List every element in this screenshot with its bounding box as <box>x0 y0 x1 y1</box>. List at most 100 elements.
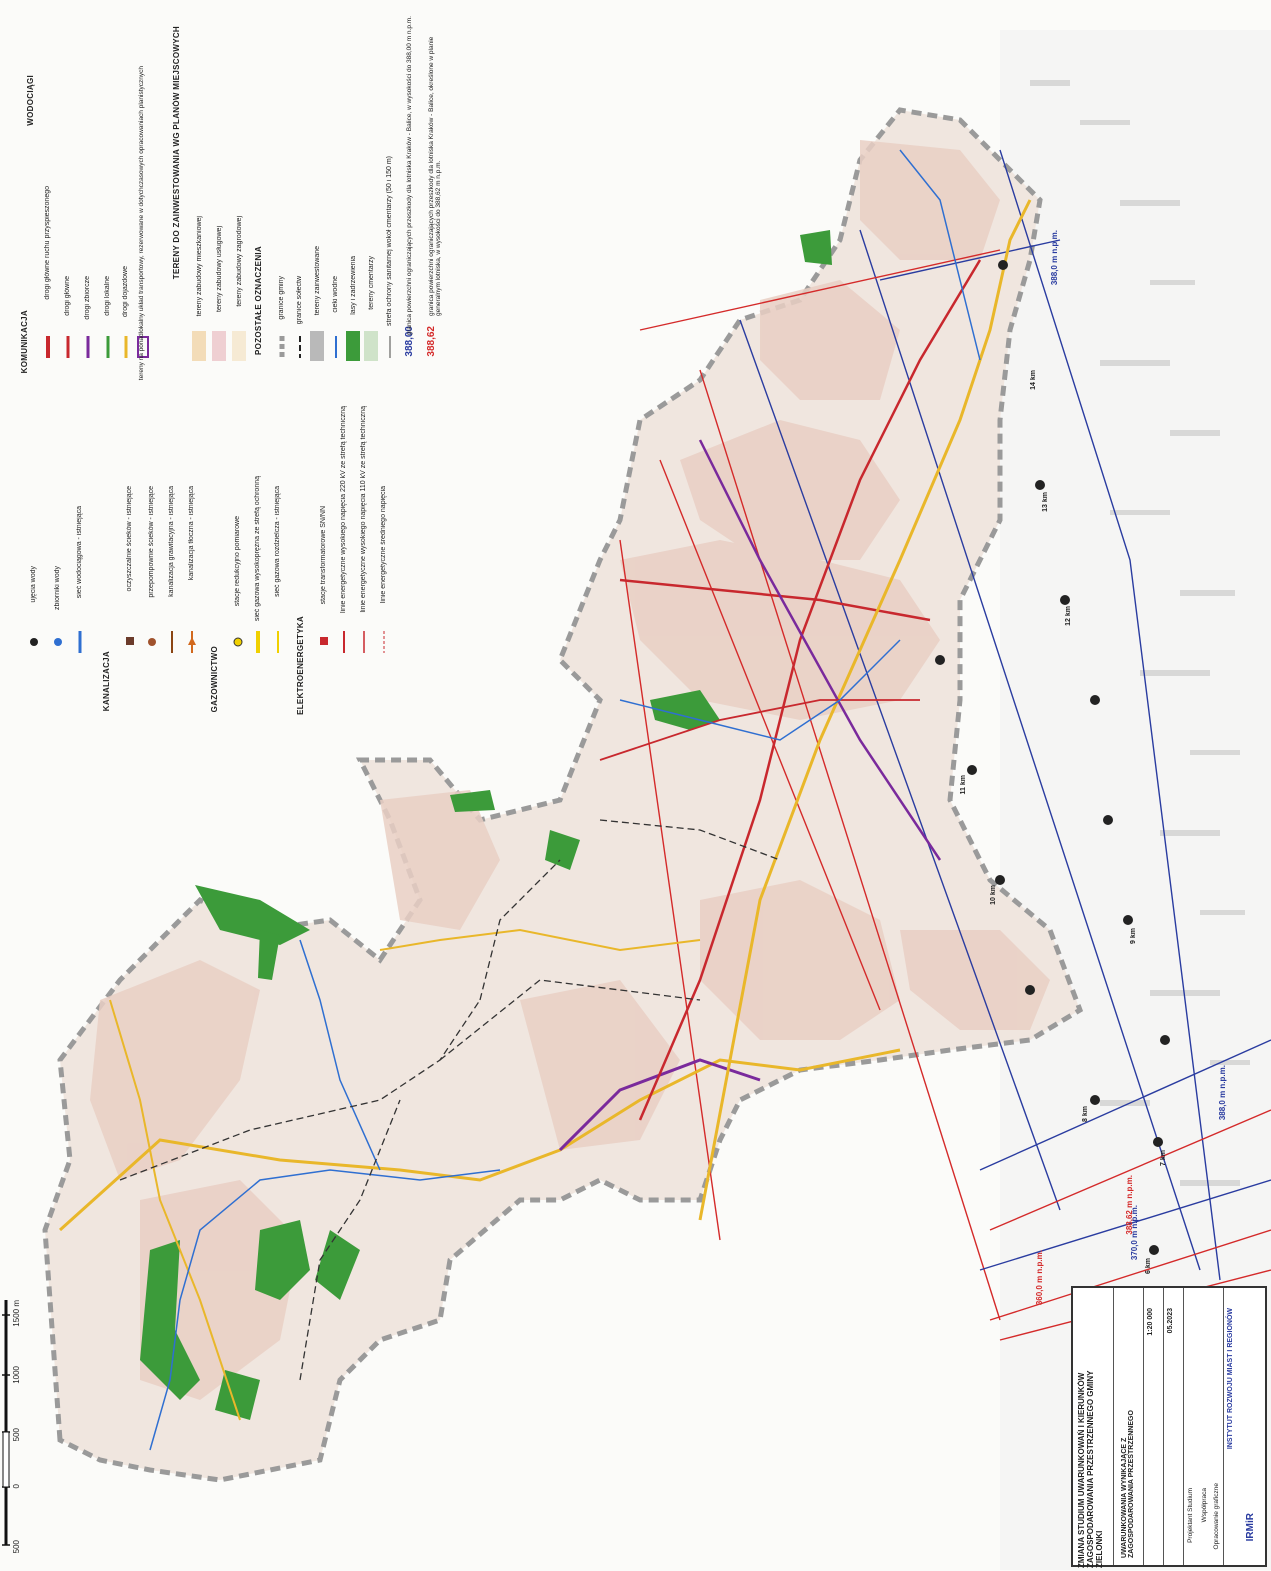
cemetery-swatch <box>364 331 378 361</box>
legend-zoning-1: tereny zabudowy mieszkaniowej <box>192 6 214 366</box>
services-swatch <box>212 331 226 361</box>
water-main-icon <box>74 631 86 653</box>
gas-distribution-icon <box>272 631 284 653</box>
legend-section-title: GAZOWNICTWO <box>210 646 219 713</box>
legend-road-5: drogi dojazdowe <box>118 6 140 366</box>
legend-section-title: KOMUNIKACJA <box>20 310 29 374</box>
legend-section-title: POZOSTAŁE OZNACZENIA <box>254 246 263 355</box>
gas-station-icon <box>232 631 244 653</box>
scale-bar <box>2 1300 10 1546</box>
legend-item: sieć gazowa rozdzielcza - istniejąca <box>274 486 281 597</box>
streams <box>149 149 981 1451</box>
scale-label: 1500 m <box>12 1300 21 1327</box>
legend-section-title: KANALIZACJA <box>102 651 111 712</box>
legend-water-2: zbiorniki wody <box>50 6 72 726</box>
legend-item: sieć gazowa wysokoprężna ze strefą ochro… <box>254 476 261 622</box>
legend-item: ujęcia wody <box>30 566 37 603</box>
legend-transport: KOMUNIKACJA <box>20 10 42 374</box>
role-designer: Projektant Studium <box>1187 1488 1194 1543</box>
pressure-sewer-icon <box>186 631 198 653</box>
elevation-label: 370,0 m n.p.m. <box>1130 1205 1139 1261</box>
title-subtitle: UWARUNKOWANIA WYNIKAJĄCE Z ZAGOSPODAROWA… <box>1121 1410 1135 1558</box>
km-label: 11 km <box>960 775 967 795</box>
legend-section-title: TERENY DO ZAINWESTOWANIA WG PLANÓW MIEJS… <box>172 26 181 280</box>
legend-item: kanalizacja grawitacyjna - istniejąca <box>168 486 175 597</box>
legend-item: linie energetyczne wysokiego napięcia 22… <box>340 406 347 614</box>
role-cooperation: Współpraca <box>1201 1488 1208 1523</box>
legend-item: drogi dojazdowe <box>122 266 129 317</box>
km-label: 6 km <box>1145 1258 1152 1274</box>
water-intake-icon <box>28 631 40 653</box>
legend-other-6: tereny cmentarzy <box>364 6 386 366</box>
line-110kv-icon <box>358 631 370 653</box>
legend-item: tereny na ponadlokalny układ transportow… <box>138 66 145 381</box>
legend-item: drogi zbiorcze <box>84 276 91 320</box>
km-label: 14 km <box>1030 370 1037 390</box>
scale-label: 500 <box>12 1428 21 1442</box>
legend-item: drogi główne ruchu przyspieszonego <box>44 186 51 300</box>
legend-item: tereny cmentarzy <box>368 256 375 310</box>
km-label: 12 km <box>1065 606 1072 626</box>
water-tank-icon <box>52 631 64 653</box>
village-boundaries <box>119 819 781 1381</box>
treatment-plant-icon <box>124 631 136 653</box>
legend-other: POZOSTAŁE OZNACZENIA <box>254 6 276 366</box>
legend-zoning-2: tereny zabudowy usługowej <box>212 6 234 366</box>
title-col-5: Projektant Studium Współpraca Opracowani… <box>1183 1288 1224 1565</box>
gravity-sewer-icon <box>166 631 178 653</box>
legend-item: stacje redukcyjno pomiarowe <box>234 516 241 607</box>
legend-item: drogi główne <box>64 276 71 316</box>
title-col-4: 05.2023 <box>1163 1288 1184 1565</box>
legend-item: stacje transformatorowe SN/NN <box>320 506 327 605</box>
km-label: 10 km <box>990 885 997 905</box>
line-mv-icon <box>378 631 390 653</box>
legend-other-7: strefa ochrony sanitarnej wokół cmentarz… <box>382 6 404 366</box>
pump-station-icon <box>146 631 158 653</box>
scale-label: 0 <box>12 1484 21 1489</box>
legend-power-4: linie energetyczne średniego napięcia <box>376 6 398 726</box>
legend-item: linie energetyczne wysokiego napięcia 11… <box>360 406 367 613</box>
elevation-label: 360,0 m n.p.m. <box>1035 1250 1044 1306</box>
legend-power-2: linie energetyczne wysokiego napięcia 22… <box>336 6 358 726</box>
legend-item: tereny zabudowy usługowej <box>216 226 223 312</box>
title-col-2: UWARUNKOWANIA WYNIKAJĄCE Z ZAGOSPODAROWA… <box>1113 1288 1144 1565</box>
legend-other-8: 388,00 granica powierzchni ograniczający… <box>402 6 424 366</box>
legend-water: WODOCIĄGI ujęcia wody <box>26 6 48 726</box>
legend-item: zbiorniki wody <box>54 566 61 610</box>
village-boundary-icon <box>294 336 306 358</box>
km-label: 9 km <box>1130 928 1137 944</box>
airport-obstacle-boundaries <box>619 149 1271 1341</box>
legend-other-5: lasy i zadrzewienia <box>346 6 368 366</box>
legend-sewer-2: przepompownie ścieków - istniejące <box>144 6 166 726</box>
legend-gas-1: stacje redukcyjno pomiarowe <box>230 6 252 726</box>
title-col-1: ZMIANA STUDIUM UWARUNKOWAŃ I KIERUNKÓW Z… <box>1073 1288 1114 1568</box>
legend-item: tereny zabudowy zagrodowej <box>236 216 243 307</box>
road-access-icon <box>120 336 132 358</box>
road-local-icon <box>102 336 114 358</box>
legend-sewer-4: kanalizacja tłoczna - istniejąca <box>184 6 206 726</box>
title-col-6: INSTYTUT ROZWOJU MIAST I REGIONÓW IRMiR <box>1223 1288 1265 1565</box>
cemetery-zone-icon <box>384 336 396 358</box>
stream-icon <box>330 336 342 358</box>
legend-gas-3: sieć gazowa rozdzielcza - istniejąca <box>270 6 292 726</box>
title-scale: 1:20 000 <box>1147 1308 1154 1336</box>
legend-gas-2: sieć gazowa wysokoprężna ze strefą ochro… <box>250 6 272 726</box>
legend-road-6: tereny na ponadlokalny układ transportow… <box>136 6 158 380</box>
legend-road-2: drogi główne <box>60 6 82 366</box>
elevation-label: 388,0 m n.p.m. <box>1218 1065 1227 1121</box>
scale-label: 500 <box>12 1540 21 1554</box>
line-220kv-icon <box>338 631 350 653</box>
elev-red: 388,62 <box>426 326 437 357</box>
transformer-icon <box>318 631 330 653</box>
title-col-3: 1:20 000 <box>1143 1288 1164 1565</box>
legend-item: granica powierzchni ograniczających prze… <box>428 36 442 316</box>
legend-sewer-3: kanalizacja grawitacyjna - istniejąca <box>164 6 186 726</box>
legend-other-1: granice gminy <box>274 6 296 366</box>
elevation-label: 388,0 m n.p.m. <box>1050 230 1059 286</box>
farm-swatch <box>232 331 246 361</box>
reserved-transport-icon <box>136 336 149 358</box>
legend-item: kanalizacja tłoczna - istniejąca <box>188 486 195 581</box>
legend-power-3: linie energetyczne wysokiego napięcia 11… <box>356 6 378 726</box>
legend-other-3: tereny zainwestowane <box>310 6 332 366</box>
